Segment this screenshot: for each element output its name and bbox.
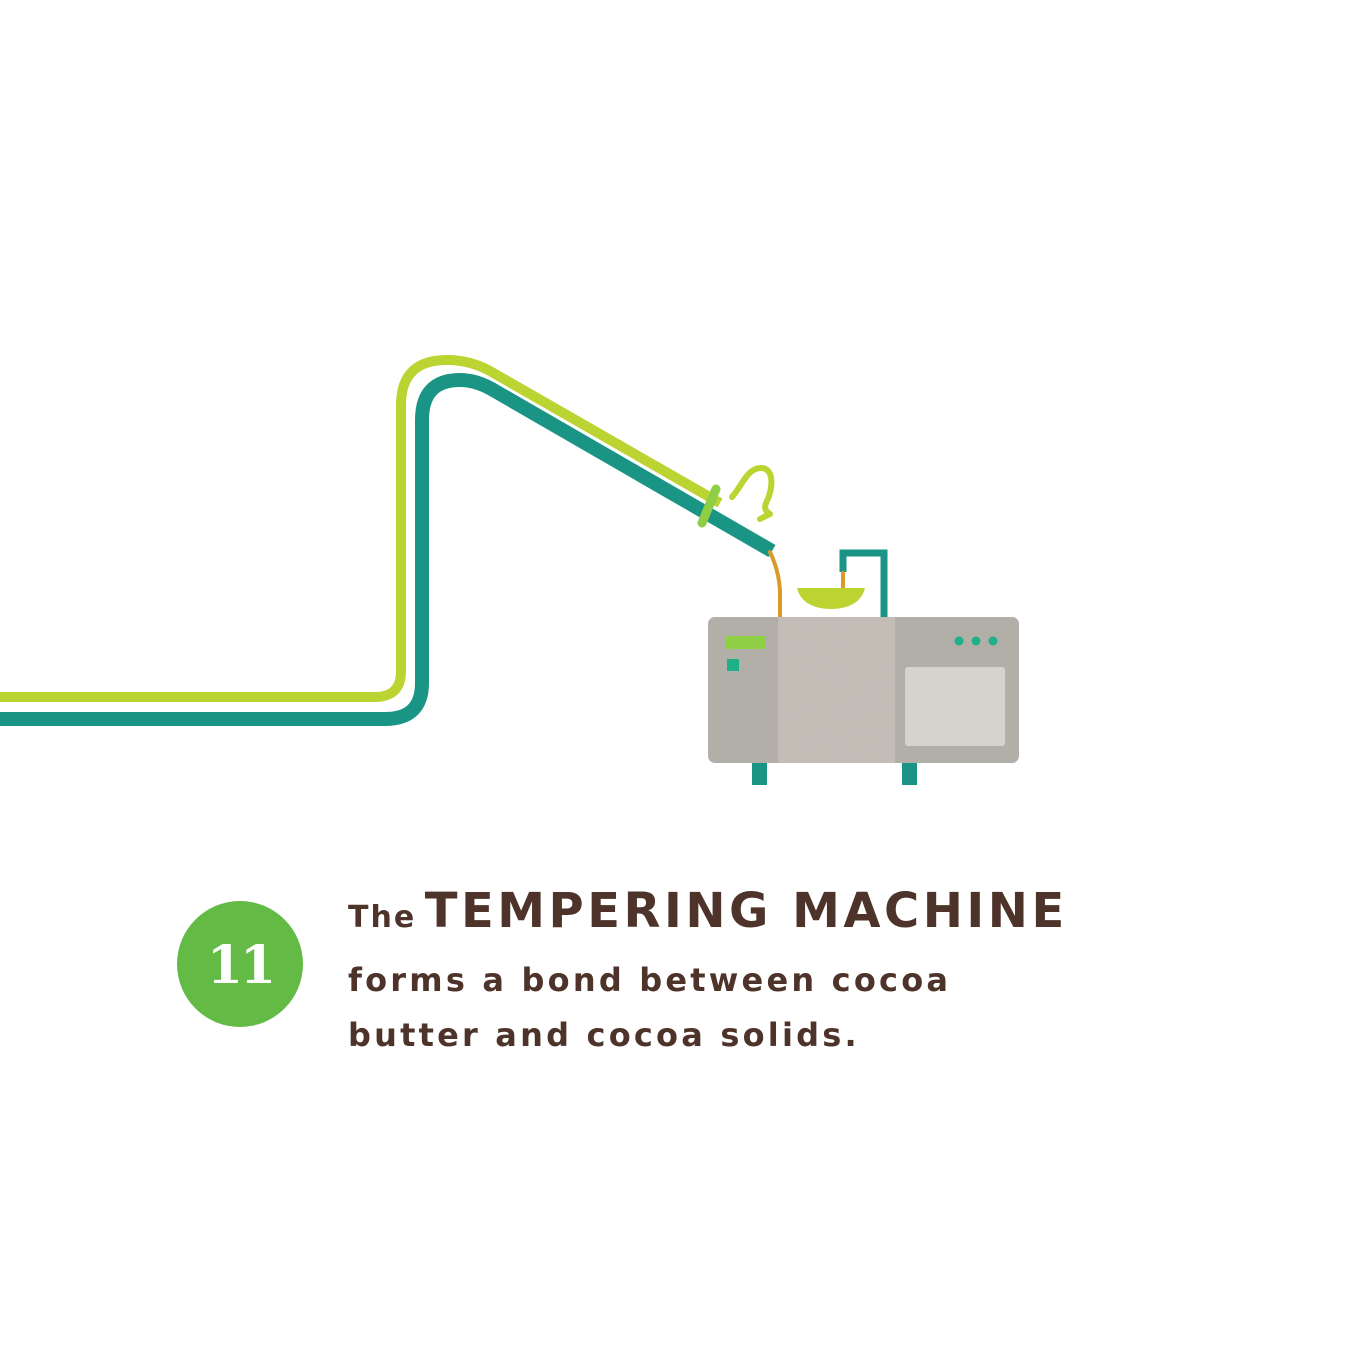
chocolate-stream — [768, 550, 783, 622]
caption-title: TEMPERING MACHINE — [424, 883, 1068, 939]
machine-indicator-light — [971, 636, 981, 646]
machine-leg-left — [752, 760, 767, 785]
machine-indicator-light — [954, 636, 964, 646]
tempering-machine-icon — [708, 617, 1019, 785]
faucet-icon — [839, 549, 888, 618]
caption-line: butter and cocoa solids. — [348, 1016, 860, 1054]
spout-collar — [697, 484, 721, 528]
machine-center-panel — [778, 617, 895, 763]
step-badge: 11 — [177, 901, 303, 1027]
pipe-inner — [0, 372, 776, 726]
bowl-icon — [797, 588, 865, 609]
spout-handle — [729, 465, 775, 522]
caption: The TEMPERING MACHINE forms a bond betwe… — [348, 880, 1308, 1063]
caption-lead: The — [348, 900, 417, 935]
caption-title-line: The TEMPERING MACHINE — [348, 880, 1308, 953]
machine-window — [905, 667, 1005, 746]
pipe-icon — [0, 354, 776, 726]
machine-leg-right — [902, 760, 917, 785]
machine-indicator-light — [988, 636, 998, 646]
machine-display — [726, 636, 766, 649]
step-number: 11 — [206, 935, 276, 996]
spout-icon — [697, 465, 775, 528]
pipe-outer — [0, 354, 723, 702]
caption-line: forms a bond between cocoa — [348, 961, 952, 999]
machine-button-icon — [727, 659, 739, 671]
